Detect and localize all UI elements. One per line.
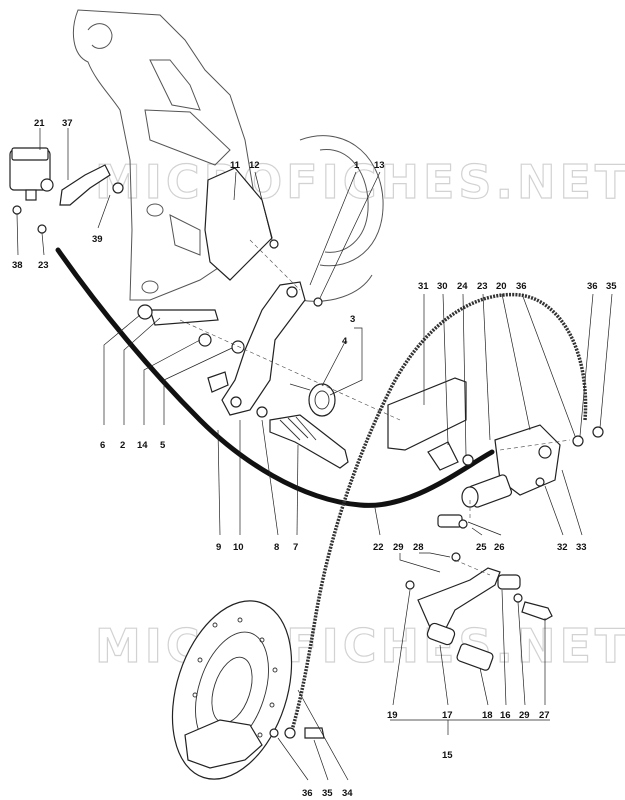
- label-18: 18: [482, 710, 493, 721]
- label-21: 21: [34, 118, 45, 129]
- brake-fluid-reservoir: [9, 147, 54, 201]
- nut-26: [458, 519, 468, 529]
- heel-guard-bolt-12: [269, 239, 279, 249]
- label-11: 11: [230, 160, 241, 171]
- pivot-cap-4: [308, 383, 336, 417]
- washer-36-lower: [269, 728, 279, 738]
- label-23-right: 23: [477, 281, 488, 292]
- watermark-bottom: MICROFICHES.NET: [95, 619, 625, 673]
- footrest-peg-grip: [279, 416, 317, 441]
- label-2: 2: [120, 440, 125, 451]
- label-5: 5: [160, 440, 166, 451]
- label-29-lower: 29: [519, 710, 530, 721]
- label-38: 38: [12, 260, 23, 271]
- pedal-washer-29: [513, 593, 523, 603]
- linkage-rod: [149, 309, 219, 326]
- label-22: 22: [373, 542, 384, 553]
- reservoir-hose: [55, 247, 495, 508]
- label-7: 7: [293, 542, 298, 553]
- part-labels: 21 37 39 38 23 11 12 1 13 3 4 6 2 14 5 9…: [12, 118, 617, 799]
- label-12: 12: [249, 160, 260, 171]
- guard-plate-31: [387, 377, 467, 451]
- label-35-lower: 35: [322, 788, 333, 799]
- label-28: 28: [413, 542, 424, 553]
- label-10: 10: [233, 542, 244, 553]
- label-8: 8: [274, 542, 279, 553]
- banjo-bolt-35-upper: [592, 426, 604, 438]
- bracket-30: [427, 441, 459, 471]
- linkage-washer-5: [231, 340, 245, 354]
- linkage-bushing-6: [137, 304, 153, 320]
- label-24: 24: [457, 281, 468, 292]
- label-19: 19: [387, 710, 398, 721]
- label-35-upper: 35: [606, 281, 617, 292]
- label-39: 39: [92, 234, 103, 245]
- label-27: 27: [539, 710, 550, 721]
- label-33: 33: [576, 542, 587, 553]
- pushrod-clevis-25: [437, 514, 463, 528]
- linkage-washer-14: [198, 333, 212, 347]
- label-30: 30: [437, 281, 448, 292]
- banjo-bolt-35-lower: [304, 727, 325, 739]
- label-1: 1: [354, 160, 360, 171]
- label-20: 20: [496, 281, 507, 292]
- label-25: 25: [476, 542, 487, 553]
- rear-brake-caliper: [184, 719, 263, 769]
- pedal-rubber-18: [456, 643, 494, 671]
- label-4: 4: [342, 336, 348, 347]
- label-6: 6: [100, 440, 105, 451]
- clamp-23-left: [37, 224, 47, 234]
- reservoir-bracket: [59, 164, 111, 206]
- hanger-pivot-upper: [286, 286, 298, 298]
- pedal-bushing-16: [497, 574, 521, 590]
- label-36-upper: 36: [516, 281, 527, 292]
- label-26: 26: [494, 542, 505, 553]
- washer-28: [451, 552, 461, 562]
- banjo-washer-36-upper: [572, 435, 584, 447]
- leader-lines: [16, 128, 613, 781]
- heel-guard-bolt-13: [313, 297, 323, 307]
- bracket-screw-39: [112, 182, 124, 194]
- rear-master-cylinder: [461, 424, 561, 508]
- pedal-screw-19: [405, 580, 415, 590]
- banjo-fitting-lower: [284, 727, 296, 739]
- footrest-peg: [269, 414, 349, 469]
- pedal-pin-17: [426, 622, 456, 646]
- label-34: 34: [342, 788, 353, 799]
- spring-10: [256, 406, 268, 418]
- assembly-dashed-lines: [179, 239, 571, 576]
- heel-guard-plate: [204, 167, 273, 281]
- screw-38: [12, 205, 22, 215]
- label-37: 37: [62, 118, 73, 129]
- label-36-right: 36: [587, 281, 598, 292]
- label-32: 32: [557, 542, 568, 553]
- label-16: 16: [500, 710, 511, 721]
- label-36-lower: 36: [302, 788, 313, 799]
- label-13: 13: [374, 160, 385, 171]
- fitting-24: [462, 454, 474, 466]
- label-31: 31: [418, 281, 429, 292]
- label-14: 14: [137, 440, 148, 451]
- watermark-top: MICROFICHES.NET: [95, 155, 625, 209]
- label-9: 9: [216, 542, 221, 553]
- pedal-pivot-bolt-27: [521, 601, 553, 621]
- label-3: 3: [350, 314, 355, 325]
- label-23-left: 23: [38, 260, 49, 271]
- braided-brake-line: [290, 292, 588, 731]
- label-29-upper: 29: [393, 542, 404, 553]
- label-15: 15: [442, 750, 453, 761]
- label-17: 17: [442, 710, 453, 721]
- hanger-pivot-lower: [230, 396, 242, 408]
- footrest-hanger: [221, 281, 306, 416]
- spacer-10: [207, 371, 229, 393]
